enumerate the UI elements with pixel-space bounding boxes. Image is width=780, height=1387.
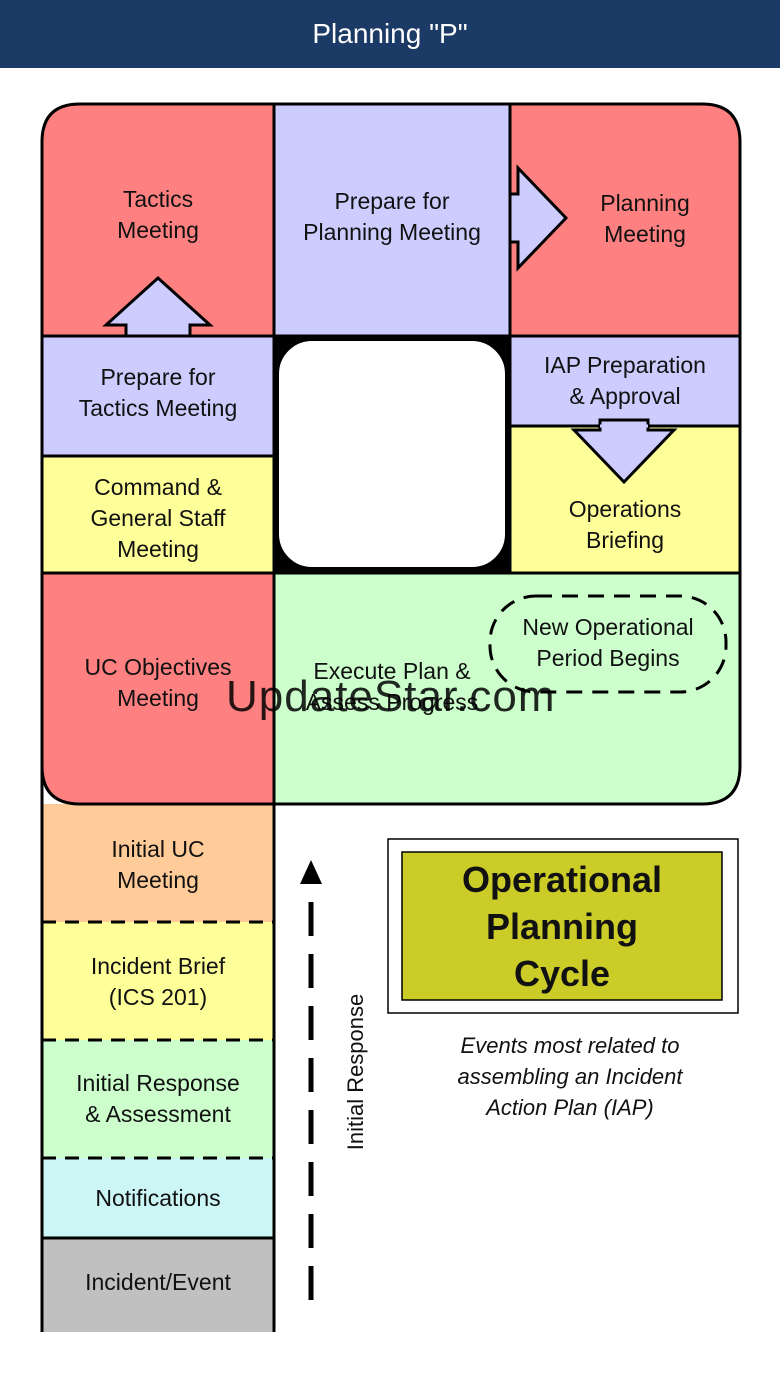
label-uc-objectives-meeting: UC Objectives Meeting <box>84 654 232 711</box>
label-operations-briefing: Operations Briefing <box>568 496 682 553</box>
caption-text: Events most related to assembling an Inc… <box>457 1033 683 1120</box>
label-iap-preparation: IAP Preparation & Approval <box>544 352 706 409</box>
label-notifications: Notifications <box>95 1184 221 1211</box>
cell-incident-event <box>42 1238 274 1332</box>
cell-prepare-tactics-meeting <box>42 336 274 456</box>
initial-response-arrow-icon <box>300 860 322 1300</box>
page-title: Planning "P" <box>312 18 468 49</box>
operational-planning-cycle-title: Operational Planning Cycle <box>461 858 663 994</box>
cell-initial-uc-meeting <box>42 804 274 922</box>
stem-cells <box>42 804 274 1332</box>
label-incident-event: Incident/Event <box>85 1268 231 1295</box>
cell-uc-objectives <box>42 573 274 804</box>
label-incident-brief: Incident Brief (ICS 201) <box>90 953 226 1010</box>
label-execute-plan: Execute Plan & Assess Progress <box>305 658 479 715</box>
watermark-text: UpdateStar.com <box>226 672 556 721</box>
cell-command-general-staff <box>42 456 274 573</box>
label-prepare-planning-meeting: Prepare for Planning Meeting <box>303 188 481 245</box>
label-new-operational-period: New Operational Period Begins <box>522 614 694 671</box>
new-period-dashed-box <box>488 594 728 694</box>
cycle-outline <box>40 102 742 806</box>
label-command-general-staff: Command & General Staff Meeting <box>90 473 226 562</box>
label-initial-response: Initial Response & Assessment <box>76 1070 240 1127</box>
stem-borders <box>40 766 276 1332</box>
label-prepare-tactics-meeting: Prepare for Tactics Meeting <box>78 364 238 421</box>
initial-response-text: Initial Response <box>343 993 368 1151</box>
cell-incident-brief <box>42 922 274 1040</box>
cell-execute-plan <box>274 573 740 804</box>
cell-notifications <box>42 1158 274 1238</box>
cell-initial-response <box>42 1040 274 1158</box>
label-initial-uc-meeting: Initial UC Meeting <box>111 836 205 893</box>
page-header: Planning "P" <box>0 0 780 68</box>
opc-inner-box <box>401 851 723 1001</box>
arrow-down-icon <box>570 418 678 485</box>
label-tactics-meeting: Tactics Meeting <box>117 186 199 243</box>
center-hole <box>277 339 507 569</box>
cell-iap-preparation <box>510 336 740 426</box>
arrow-right-icon <box>508 164 569 272</box>
arrow-up-icon <box>102 275 214 338</box>
cell-prepare-planning-meeting <box>274 104 510 336</box>
label-planning-meeting: Planning Meeting <box>600 190 690 247</box>
